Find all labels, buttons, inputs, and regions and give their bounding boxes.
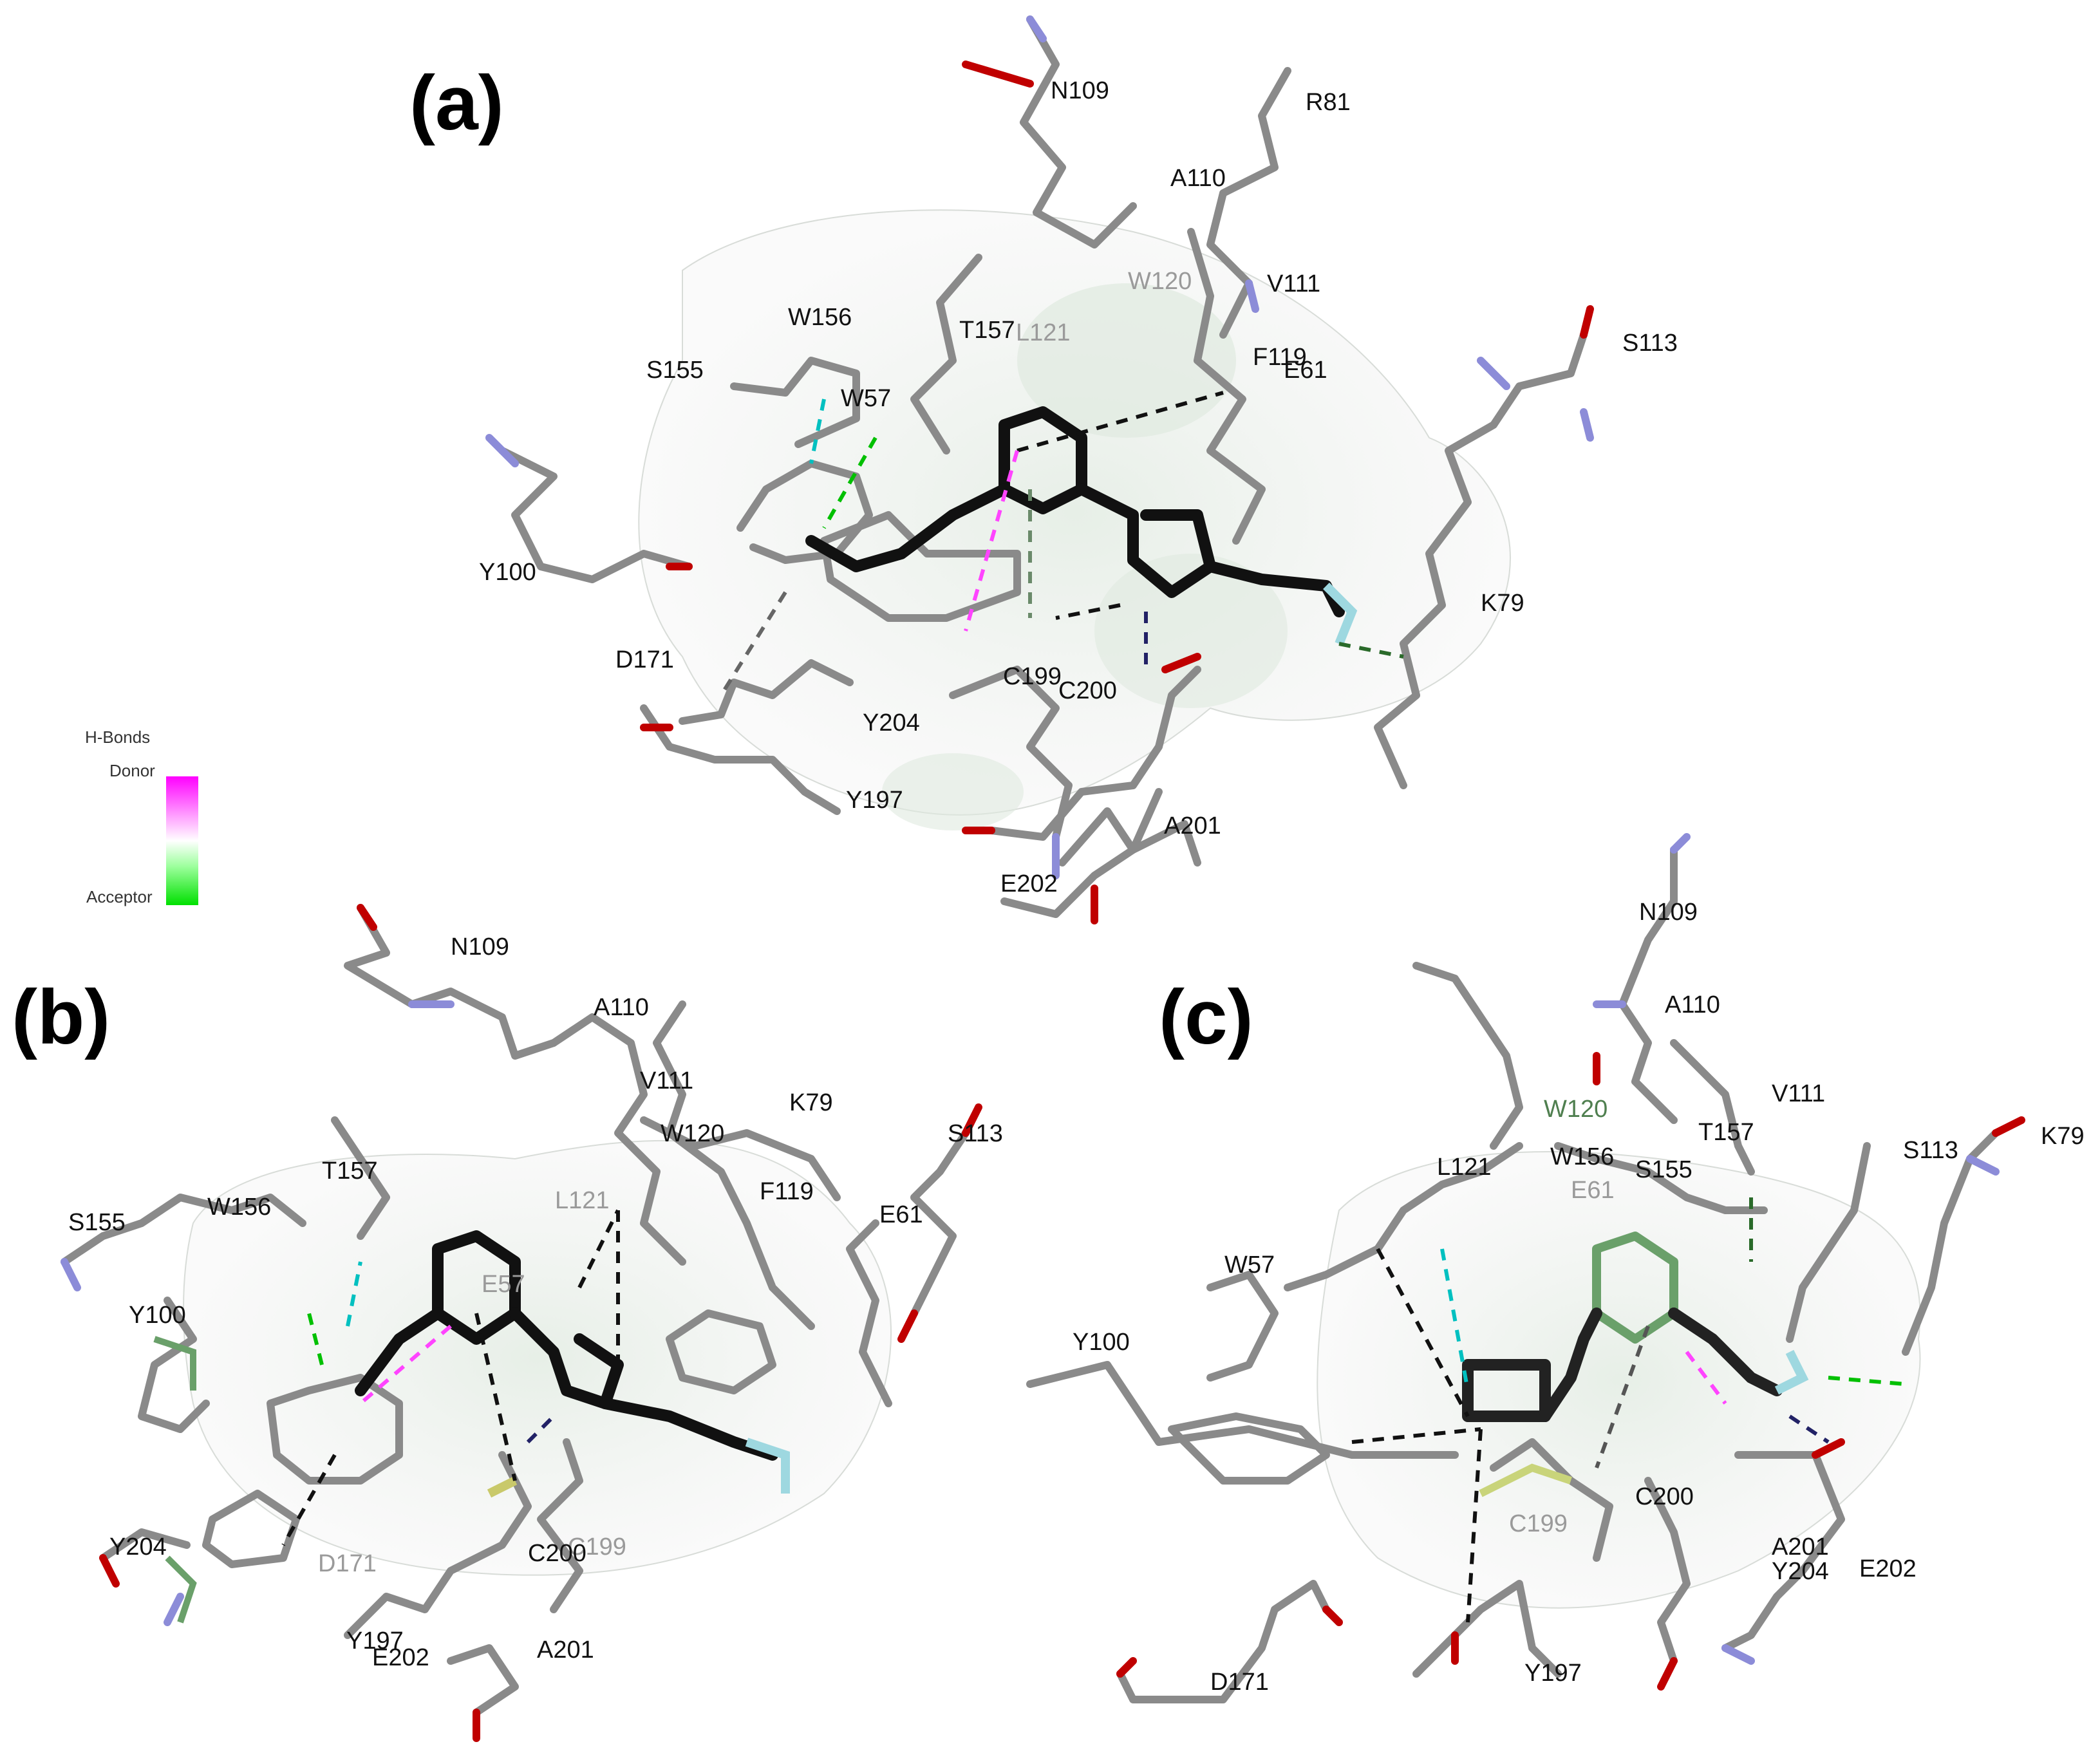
residue-label: E202 <box>372 1644 429 1671</box>
hbond-legend-acceptor: Acceptor <box>86 887 153 906</box>
residue-label: Y100 <box>479 559 536 586</box>
residue-label: A201 <box>1164 812 1221 839</box>
panel-b-molecule <box>61 904 982 1742</box>
residue-label: N109 <box>451 933 509 961</box>
panel-c-label: (c) <box>1159 974 1253 1060</box>
residue-label: A110 <box>594 994 649 1021</box>
residue-label: W120 <box>1128 268 1192 295</box>
residue-label: T157 <box>1698 1119 1754 1146</box>
residue-label: S113 <box>948 1120 1003 1147</box>
residue-label: N109 <box>1051 77 1109 104</box>
residue-label: W120 <box>1544 1096 1608 1123</box>
panel-b-label: (b) <box>12 974 111 1060</box>
residue-label: S155 <box>68 1209 126 1236</box>
residue-label: D171 <box>615 646 674 673</box>
residue-label: E57 <box>482 1271 525 1298</box>
residue-label: C200 <box>528 1540 586 1567</box>
panel-c-molecule <box>1026 833 2025 1703</box>
residue-label: D171 <box>318 1550 377 1577</box>
hbond-legend-gradient <box>166 776 198 905</box>
residue-label: T157 <box>322 1157 378 1185</box>
residue-label: F119 <box>760 1178 814 1205</box>
residue-label: W156 <box>788 304 852 331</box>
residue-label: N109 <box>1639 899 1698 926</box>
residue-label: T157 <box>959 317 1015 344</box>
hbond-legend-title: H-Bonds <box>85 727 151 747</box>
residue-label: A201 <box>537 1636 594 1664</box>
residue-label: W156 <box>207 1194 272 1221</box>
residue-label: D171 <box>1210 1669 1269 1696</box>
residue-label: C199 <box>1003 663 1062 690</box>
residue-label: F119 <box>1253 344 1307 371</box>
residue-label: W120 <box>661 1120 725 1147</box>
residue-label: Y204 <box>1772 1558 1829 1585</box>
residue-label: K79 <box>2041 1123 2085 1150</box>
residue-label: Y100 <box>1073 1329 1130 1356</box>
residue-label: A110 <box>1665 991 1720 1018</box>
residue-label: C199 <box>1509 1510 1568 1537</box>
residue-label: Y100 <box>129 1302 186 1329</box>
residue-label: C200 <box>1635 1483 1694 1510</box>
hbond-legend-donor: Donor <box>109 761 155 780</box>
residue-label: Y197 <box>846 787 903 814</box>
residue-label: Y197 <box>1524 1660 1582 1687</box>
residue-label: L121 <box>555 1187 610 1214</box>
residue-label: Y197 <box>346 1627 404 1654</box>
residue-label: L121 <box>1016 319 1071 346</box>
residue-label: E61 <box>879 1201 923 1228</box>
residue-label: L121 <box>1437 1154 1492 1181</box>
residue-label: S113 <box>1622 330 1678 357</box>
residue-label: Y204 <box>109 1533 167 1560</box>
residue-label: E61 <box>1284 357 1327 384</box>
residue-label: E202 <box>1000 870 1058 897</box>
residue-label: W57 <box>841 385 892 412</box>
residue-label: Y204 <box>863 709 920 736</box>
residue-label: W57 <box>1224 1251 1275 1279</box>
residue-label: S155 <box>646 357 704 384</box>
residue-label: S113 <box>1903 1137 1958 1164</box>
residue-label: A201 <box>1772 1533 1829 1560</box>
residue-label: S155 <box>1635 1156 1692 1183</box>
panel-a-label: (a) <box>409 60 504 146</box>
residue-label: E61 <box>1571 1177 1615 1204</box>
residue-label: W156 <box>1550 1143 1615 1170</box>
residue-label: V111 <box>640 1067 694 1094</box>
residue-label: K79 <box>789 1089 833 1116</box>
residue-label: R81 <box>1306 89 1351 116</box>
residue-label: A110 <box>1170 165 1226 192</box>
residue-label: C200 <box>1058 677 1117 704</box>
residue-label: V111 <box>1772 1080 1826 1107</box>
residue-label: E202 <box>1859 1555 1917 1582</box>
residue-label: V111 <box>1267 270 1321 297</box>
panel-a-molecule <box>485 15 1594 924</box>
residue-label: C199 <box>568 1533 626 1560</box>
residue-label: K79 <box>1481 590 1524 617</box>
